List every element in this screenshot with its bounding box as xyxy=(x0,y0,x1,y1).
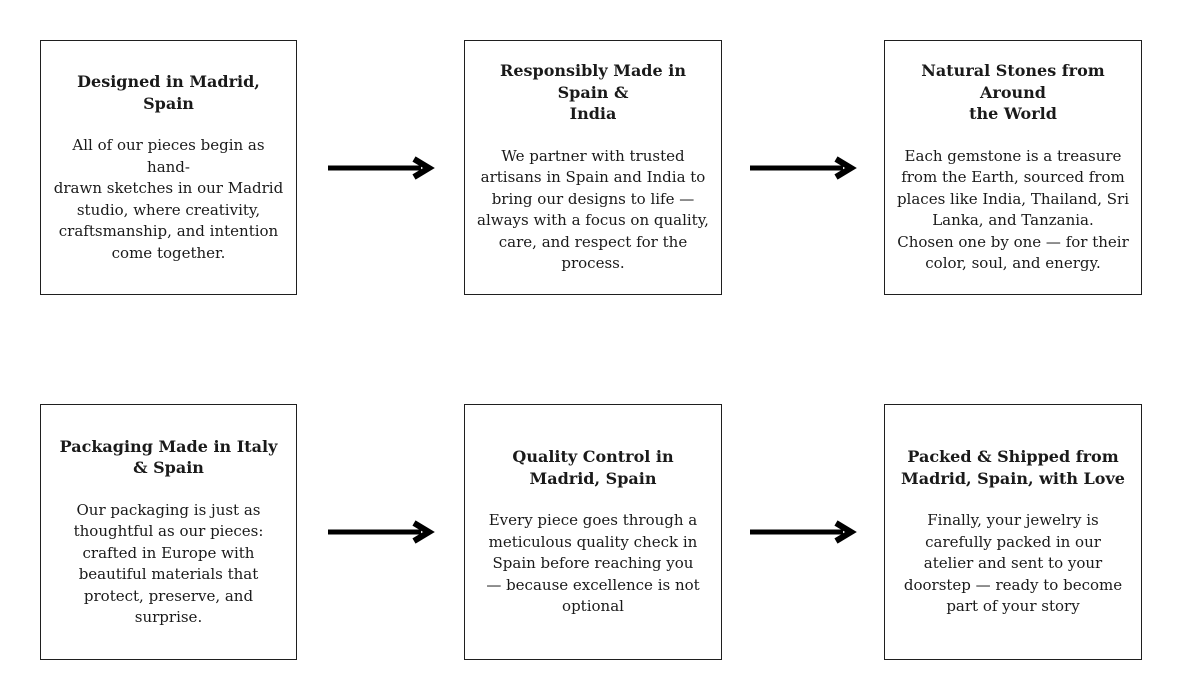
step-body: Our packaging is just as thoughtful as o… xyxy=(73,500,264,627)
step-title: Natural Stones from Around the World xyxy=(921,61,1105,124)
flow-step-responsibly-made: Responsibly Made in Spain & India We par… xyxy=(464,40,722,295)
step-body: Every piece goes through a meticulous qu… xyxy=(486,511,700,616)
step-body: Each gemstone is a treasure from the Ear… xyxy=(896,146,1130,273)
step-title: Responsibly Made in Spain & India xyxy=(500,61,686,124)
flow-arrow-2 xyxy=(722,40,884,295)
step-title: Packaging Made in Italy & Spain xyxy=(59,436,278,478)
flow-step-packed-shipped: Packed & Shipped from Madrid, Spain, wit… xyxy=(884,404,1142,660)
flowchart-grid: Designed in Madrid, Spain All of our pie… xyxy=(40,40,1142,660)
step-body: We partner with trusted artisans in Spai… xyxy=(477,146,709,273)
flow-step-designed-in-madrid: Designed in Madrid, Spain All of our pie… xyxy=(40,40,297,295)
step-body: Finally, your jewelry is carefully packe… xyxy=(903,511,1123,616)
flow-arrow-3 xyxy=(297,404,464,660)
flow-step-natural-stones: Natural Stones from Around the World Eac… xyxy=(884,40,1142,295)
flow-arrow-4 xyxy=(722,404,884,660)
right-arrow-icon xyxy=(327,155,435,180)
right-arrow-icon xyxy=(327,520,435,544)
step-title: Designed in Madrid, Spain xyxy=(77,72,260,113)
flow-step-packaging-made: Packaging Made in Italy & Spain Our pack… xyxy=(40,404,297,660)
step-title: Quality Control in Madrid, Spain xyxy=(512,447,674,488)
flow-arrow-1 xyxy=(297,40,464,295)
step-body: All of our pieces begin as hand- drawn s… xyxy=(53,136,284,262)
step-title: Packed & Shipped from Madrid, Spain, wit… xyxy=(901,447,1125,488)
right-arrow-icon xyxy=(750,520,857,544)
right-arrow-icon xyxy=(750,155,857,180)
flow-step-quality-control: Quality Control in Madrid, Spain Every p… xyxy=(464,404,722,660)
